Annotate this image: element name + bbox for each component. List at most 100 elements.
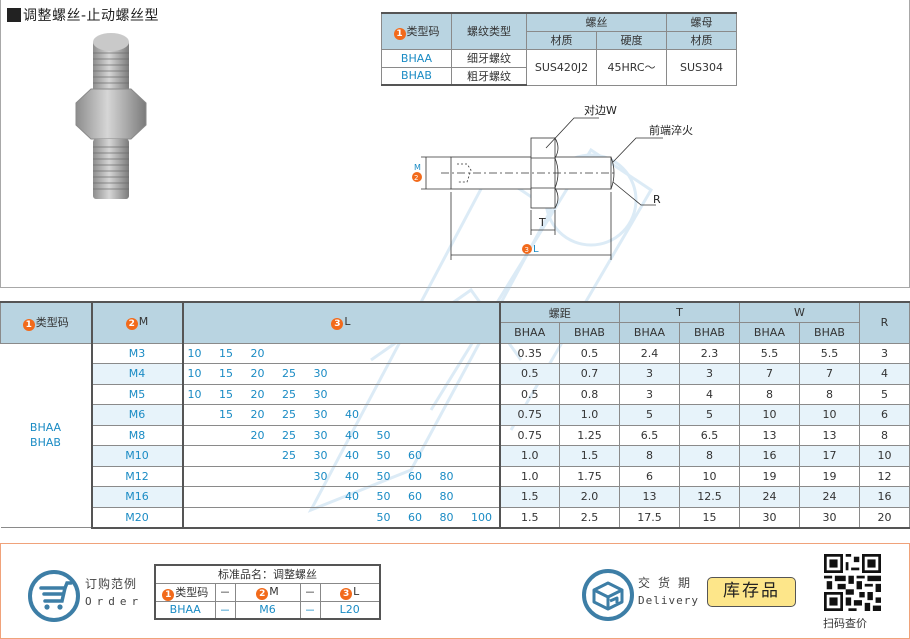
in-stock-badge: 库存品	[707, 577, 796, 607]
order-value-type: BHAA	[154, 600, 216, 620]
type-code-bhaa: BHAA	[381, 48, 452, 68]
l-value: 10	[187, 367, 202, 381]
w-b-cell: 19	[799, 465, 860, 487]
w-a-cell: 19	[739, 465, 800, 487]
screw-material: SUS420J2	[526, 48, 597, 86]
l-value: 40	[345, 490, 359, 504]
pitch-b-cell: 1.75	[559, 465, 620, 487]
label-m: M	[414, 163, 421, 172]
l-value: 60	[408, 510, 422, 524]
l-value	[467, 429, 499, 442]
l-value: 50	[376, 449, 391, 463]
m-size-cell: M8	[91, 424, 184, 446]
m-size-cell: M3	[91, 342, 184, 364]
qr-code-icon[interactable]	[824, 554, 881, 611]
pitch-a-cell: 0.35	[499, 342, 560, 364]
l-value	[247, 490, 279, 503]
l-value	[467, 367, 499, 380]
pitch-a-cell: 1.0	[499, 465, 560, 487]
badge-3-text: 3	[525, 246, 529, 254]
t-b-cell: 12.5	[679, 486, 740, 508]
r-cell: 3	[859, 342, 910, 364]
l-value	[404, 408, 436, 421]
l-value: 25	[282, 449, 296, 463]
l-value	[215, 470, 247, 483]
l-value: 25	[282, 408, 296, 422]
header-material: 材质	[526, 30, 597, 50]
badge-2-icon: 2	[256, 587, 269, 600]
r-cell: 6	[859, 404, 910, 426]
header-m-text: M	[138, 315, 149, 329]
pitch-a-cell: 0.5	[499, 383, 560, 405]
dash-separator: －	[299, 582, 321, 602]
scan-for-price-label: 扫码查价	[823, 617, 867, 630]
badge-2-text: 2	[414, 174, 418, 182]
l-value	[215, 490, 247, 503]
t-a-cell: 5	[619, 404, 680, 426]
r-cell: 5	[859, 383, 910, 405]
r-cell: 4	[859, 363, 910, 385]
l-value	[310, 347, 342, 360]
l-value	[467, 408, 499, 421]
pitch-b-cell: 1.0	[559, 404, 620, 426]
w-a-cell: 30	[739, 506, 800, 529]
r-cell: 10	[859, 445, 910, 467]
l-value	[467, 449, 499, 462]
l-value	[373, 388, 405, 401]
header-nut: 螺母	[666, 12, 737, 32]
l-value	[278, 511, 310, 524]
w-b-cell: 30	[799, 506, 860, 529]
l-value	[278, 470, 310, 483]
l-value: 20	[250, 408, 265, 422]
l-value: 10	[187, 387, 202, 401]
l-value: 10	[187, 346, 202, 360]
l-value: 20	[250, 387, 265, 401]
header-w: W	[739, 301, 860, 323]
header-screw: 螺丝	[526, 12, 667, 32]
badge-2-icon: 2	[125, 318, 138, 331]
l-value	[467, 470, 499, 483]
product-photo	[75, 33, 147, 199]
pitch-a-cell: 1.0	[499, 445, 560, 467]
header-nut-material: 材质	[666, 30, 737, 50]
w-a-cell: 5.5	[739, 342, 800, 364]
l-value	[467, 388, 499, 401]
l-value	[310, 490, 342, 503]
w-b-cell: 13	[799, 424, 860, 446]
header-hardness: 硬度	[596, 30, 667, 50]
label-r: R	[653, 193, 661, 206]
type-code-bhaa: BHAA	[29, 421, 62, 435]
l-value: 30	[313, 469, 328, 483]
l-value: 50	[376, 510, 391, 524]
l-value: 15	[219, 387, 233, 401]
pitch-b-cell: 0.5	[559, 342, 620, 364]
title-square-icon	[7, 8, 21, 22]
l-value	[184, 490, 216, 503]
dash-separator: －	[214, 582, 236, 602]
l-value: 60	[408, 449, 422, 463]
header-t: T	[619, 301, 740, 323]
m-size-cell: M12	[91, 465, 184, 487]
label-across-flats: 对边W	[584, 103, 617, 117]
l-value	[247, 470, 279, 483]
badge-3-icon: 3	[340, 587, 353, 600]
l-value	[436, 408, 468, 421]
header-thread-type: 螺纹类型	[451, 12, 527, 50]
w-a-cell: 7	[739, 363, 800, 385]
l-value: 30	[313, 449, 328, 463]
l-value: 20	[250, 346, 265, 360]
l-value	[184, 511, 216, 524]
l-value: 30	[313, 367, 328, 381]
